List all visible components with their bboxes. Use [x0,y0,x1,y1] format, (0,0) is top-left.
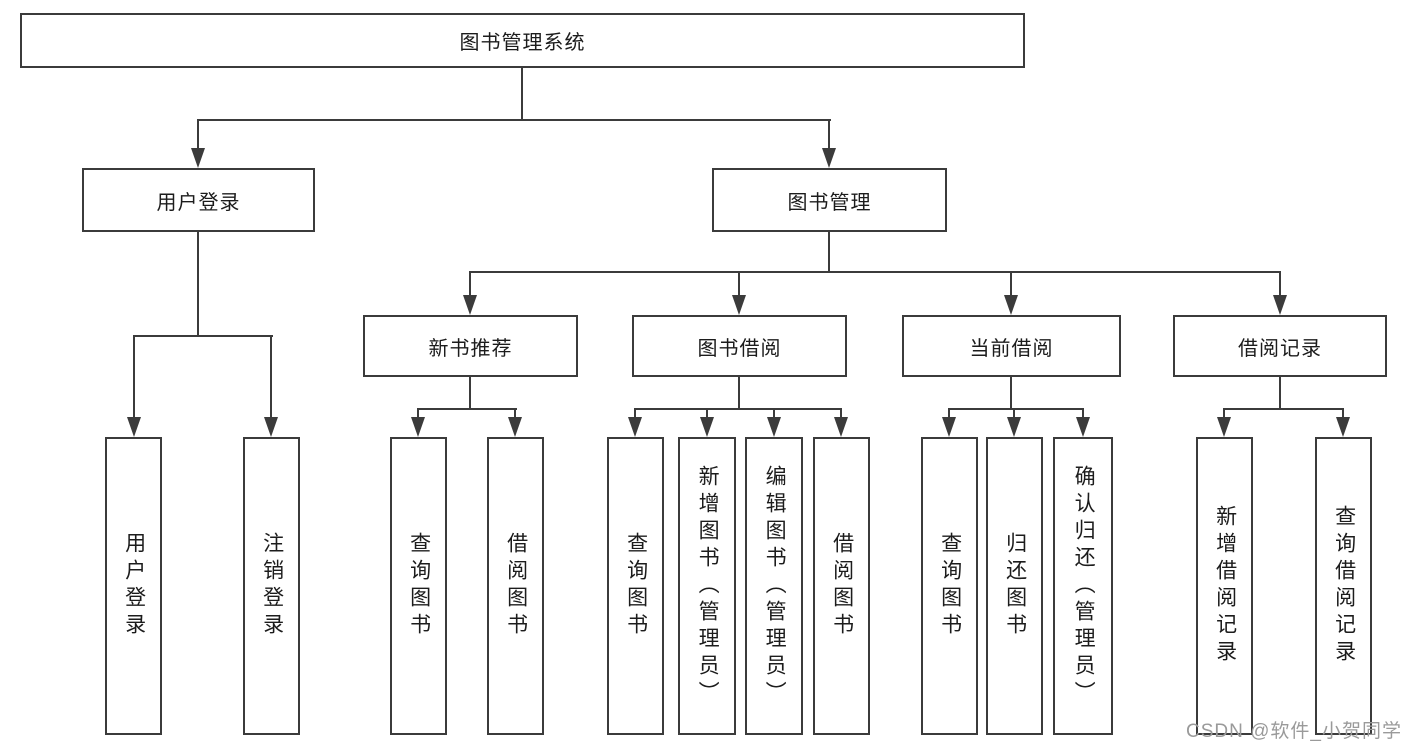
leaf-confirm-return-admin-label: 确认归还（管理员） [1072,464,1096,708]
arrow-to-user-login-group [191,119,205,168]
leaf-add-borrow-record: 新增借阅记录 [1196,437,1253,735]
node-borrow-records-label: 借阅记录 [1238,337,1322,360]
leaf-add-book-admin-label: 新增图书（管理员） [696,464,720,708]
leaf-logout-label: 注销登录 [260,532,284,640]
connector-user-login-stem [197,230,199,336]
arrow-to-leaf-add-book [700,408,714,437]
connector-current-borrow-stem [1010,375,1012,410]
arrow-to-book-borrow [732,271,746,315]
arrow-to-leaf-confirm-return [1076,408,1090,437]
leaf-edit-book-admin-label: 编辑图书（管理员） [763,464,787,708]
connector-root-rail [197,119,831,121]
connector-root-stem [521,66,523,120]
leaf-user-login-label: 用户登录 [122,532,146,640]
arrow-to-leaf-logout [264,335,278,437]
leaf-confirm-return-admin: 确认归还（管理员） [1053,437,1113,735]
connector-book-borrow-rail [635,408,842,410]
arrow-to-leaf-borrow-books-1 [508,408,522,437]
arrow-to-current-borrow [1004,271,1018,315]
leaf-borrow-books-2-label: 借阅图书 [830,532,854,640]
leaf-query-books-3-label: 查询图书 [938,532,962,640]
connector-book-mgmt-rail [469,271,1281,273]
connector-new-book-stem [469,375,471,410]
node-book-management: 图书管理 [712,168,947,232]
node-root-system: 图书管理系统 [20,13,1025,68]
arrow-to-leaf-add-record [1217,408,1231,437]
connector-book-mgmt-stem [828,230,830,272]
node-user-login-group: 用户登录 [82,168,315,232]
leaf-user-login: 用户登录 [105,437,162,735]
node-user-login-group-label: 用户登录 [156,191,241,214]
leaf-query-borrow-record: 查询借阅记录 [1315,437,1372,735]
arrow-to-leaf-edit-book [767,408,781,437]
leaf-query-books-1: 查询图书 [390,437,447,735]
arrow-to-leaf-return-book [1007,408,1021,437]
leaf-query-books-2-label: 查询图书 [624,532,648,640]
node-current-borrow-label: 当前借阅 [969,337,1054,360]
node-root-system-label: 图书管理系统 [459,32,586,54]
leaf-borrow-books-2: 借阅图书 [813,437,870,735]
arrow-to-borrow-records [1273,271,1287,315]
leaf-edit-book-admin: 编辑图书（管理员） [745,437,803,735]
node-new-book-recommend: 新书推荐 [363,315,578,377]
arrow-to-leaf-query-books-1 [411,408,425,437]
connector-borrow-records-stem [1279,375,1281,410]
arrow-to-leaf-query-books-3 [942,408,956,437]
connector-new-book-rail [418,408,517,410]
leaf-query-books-3: 查询图书 [921,437,978,735]
leaf-return-book: 归还图书 [986,437,1043,735]
arrow-to-leaf-query-record [1336,408,1350,437]
connector-current-borrow-rail [949,408,1083,410]
node-borrow-records: 借阅记录 [1173,315,1387,377]
leaf-borrow-books-1-label: 借阅图书 [504,532,528,640]
arrow-to-book-management [822,119,836,168]
leaf-add-book-admin: 新增图书（管理员） [678,437,736,735]
arrow-to-leaf-user-login [127,335,141,437]
node-book-management-label: 图书管理 [787,191,872,214]
node-current-borrow: 当前借阅 [902,315,1121,377]
arrow-to-new-book-recommend [463,271,477,315]
arrow-to-leaf-borrow-books-2 [834,408,848,437]
leaf-add-borrow-record-label: 新增借阅记录 [1213,505,1237,667]
connector-book-borrow-stem [738,375,740,410]
connector-borrow-records-rail [1224,408,1344,410]
leaf-query-books-1-label: 查询图书 [407,532,431,640]
node-book-borrow-label: 图书借阅 [697,337,782,360]
connector-user-login-rail [133,335,273,337]
leaf-return-book-label: 归还图书 [1003,532,1027,640]
node-book-borrow: 图书借阅 [632,315,847,377]
arrow-to-leaf-query-books-2 [628,408,642,437]
leaf-query-books-2: 查询图书 [607,437,664,735]
leaf-borrow-books-1: 借阅图书 [487,437,544,735]
watermark: CSDN @软件_小贺同学 [1186,721,1402,742]
leaf-logout: 注销登录 [243,437,300,735]
leaf-query-borrow-record-label: 查询借阅记录 [1332,505,1356,667]
node-new-book-recommend-label: 新书推荐 [428,337,513,360]
